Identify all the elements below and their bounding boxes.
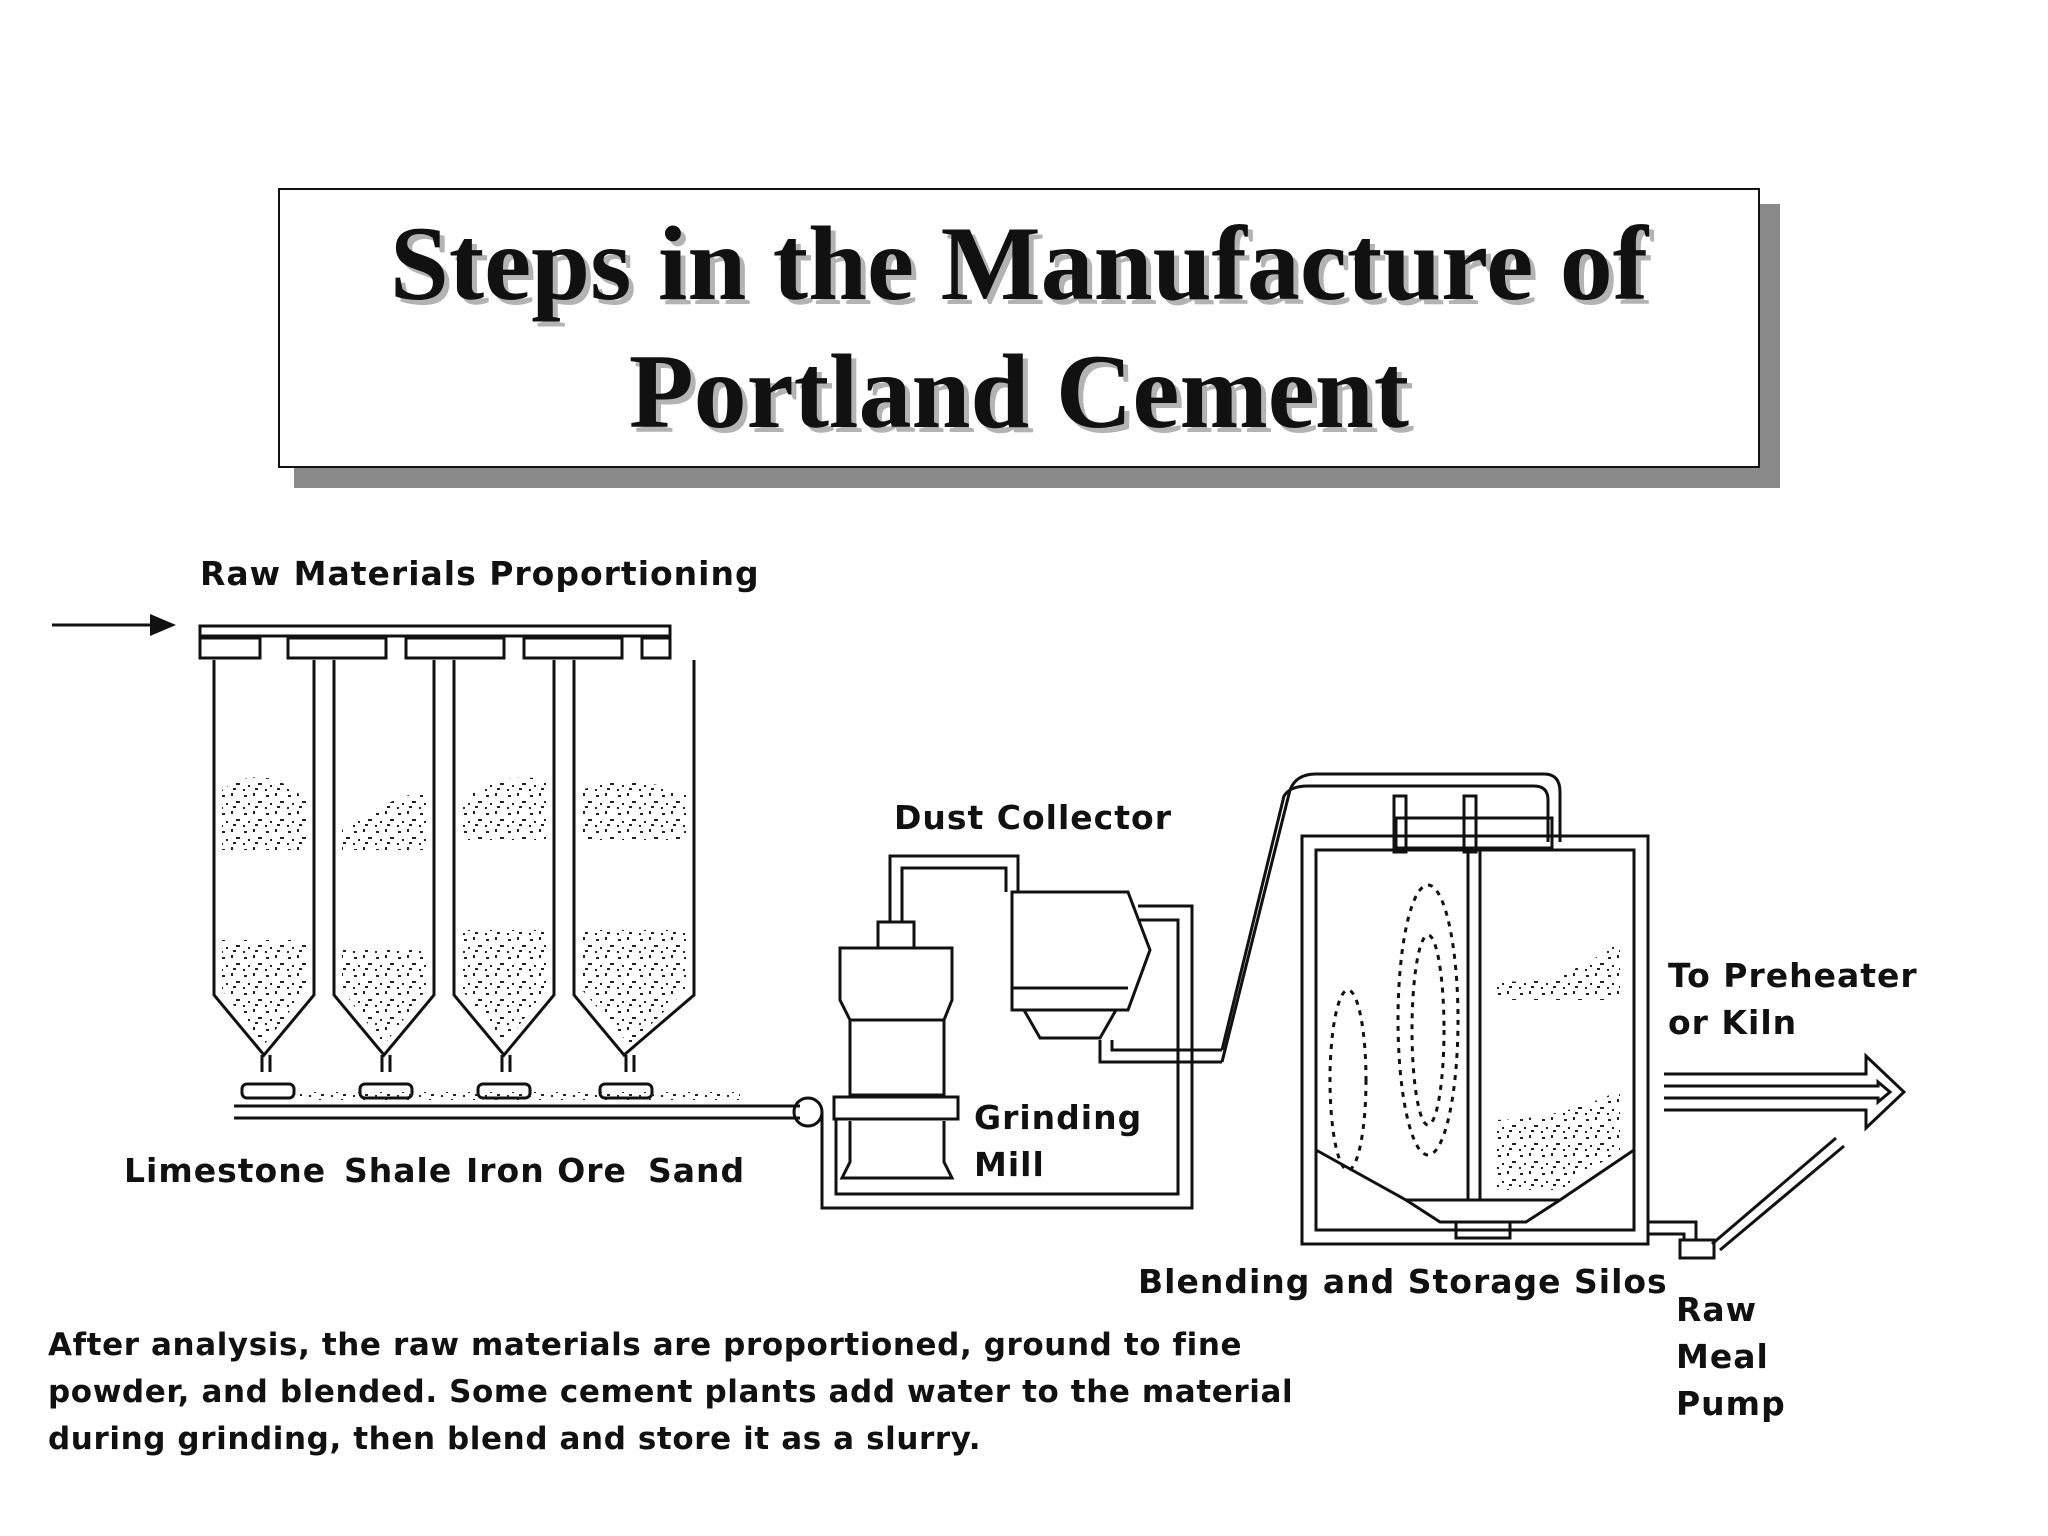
label-or-kiln: or Kiln [1668, 1003, 1798, 1042]
blending-feed-pipe [1220, 772, 1562, 1063]
silo-sand [572, 660, 696, 1072]
dust-collector [1010, 890, 1222, 1064]
label-pump: Pump [1676, 1384, 1786, 1423]
label-to-preheater: To Preheater [1668, 956, 1918, 995]
input-arrow-icon [52, 614, 176, 636]
title-line-1: Steps in the Manufacture of [389, 205, 1649, 322]
grinding-mill [832, 920, 960, 1180]
label-shale: Shale [344, 1151, 453, 1190]
dust-collector-pipes [820, 854, 1194, 1210]
label-sand: Sand [648, 1151, 746, 1190]
silo-shale [332, 660, 436, 1072]
label-limestone: Limestone [124, 1151, 327, 1190]
label-grinding: Grinding [974, 1098, 1143, 1137]
label-raw-materials: Raw Materials Proportioning [200, 554, 760, 593]
label-mill: Mill [974, 1145, 1045, 1184]
title-line-2: Portland Cement [628, 333, 1410, 450]
pump-pipe [1648, 1220, 1698, 1240]
output-arrow-icon [1664, 1052, 1907, 1132]
label-blending-silos: Blending and Storage Silos [1138, 1262, 1668, 1301]
label-meal: Meal [1676, 1337, 1769, 1376]
proportioning-silos [212, 660, 696, 1072]
feed-conveyor [198, 624, 672, 660]
caption-text: After analysis, the raw materials are pr… [48, 1327, 1294, 1457]
silo-limestone [212, 660, 316, 1072]
label-dust-collector: Dust Collector [894, 798, 1172, 837]
silo-iron-ore [452, 660, 556, 1072]
blending-silos [1300, 794, 1650, 1246]
bottom-conveyor [234, 1082, 824, 1128]
raw-meal-pump [1678, 1136, 1845, 1260]
title-box: Steps in the Manufacture of Portland Cem… [278, 188, 1760, 468]
label-iron-ore: Iron Ore [466, 1151, 627, 1190]
label-raw: Raw [1676, 1290, 1758, 1329]
